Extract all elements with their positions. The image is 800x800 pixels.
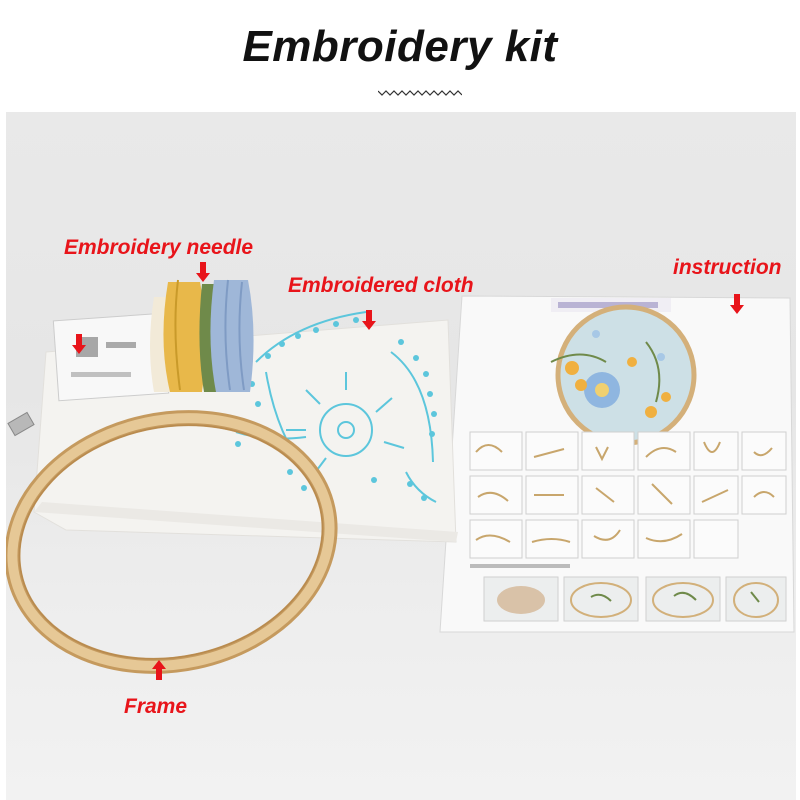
- page-title: Embroidery kit: [242, 22, 558, 71]
- title-zigzag-divider: [378, 90, 462, 96]
- product-scene: [6, 279, 795, 674]
- label-embroidered-cloth: Embroidered cloth: [288, 274, 474, 297]
- arrow-down-icon: [72, 334, 86, 354]
- instruction-hoop-picture: [555, 304, 697, 446]
- label-embroidery-needle: Embroidery needle: [64, 236, 254, 259]
- arrow-up-icon: [152, 660, 166, 680]
- arrow-down-icon: [196, 262, 210, 282]
- embroidery-thread-skeins: [150, 279, 254, 392]
- arrow-down-icon: [362, 310, 376, 330]
- hoop-screw-clasp: [7, 411, 35, 437]
- arrow-down-icon: [730, 294, 744, 314]
- label-instruction: instruction: [673, 256, 782, 279]
- stitch-diagram-grid: [469, 431, 787, 559]
- product-photo: Embroidery needle Embroidered cloth inst…: [6, 112, 796, 800]
- wooden-embroidery-hoop: [6, 410, 338, 674]
- instruction-sheet: [439, 295, 795, 633]
- label-frame: Frame: [124, 695, 188, 718]
